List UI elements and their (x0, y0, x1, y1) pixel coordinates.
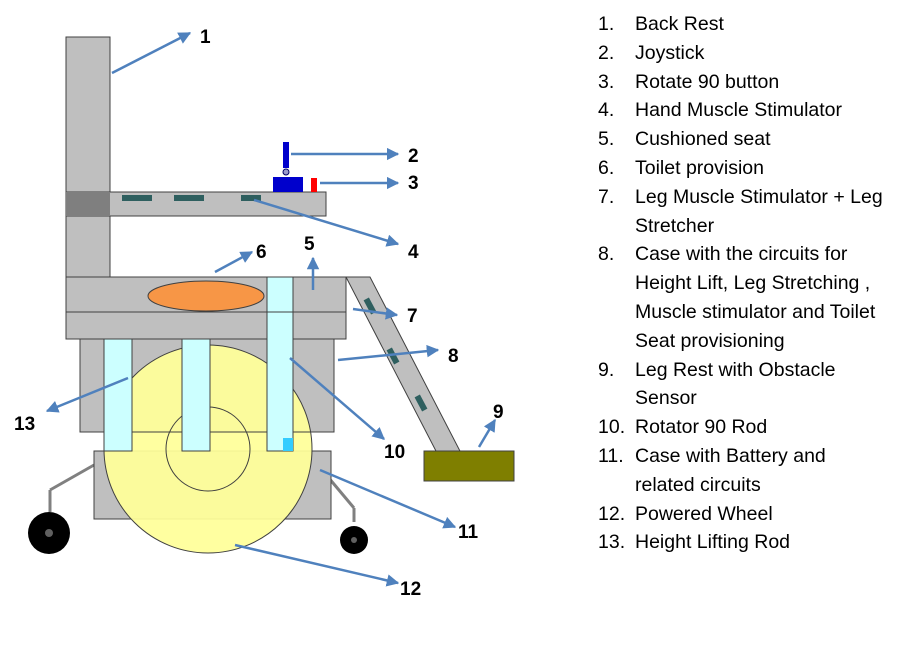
callout-label-9: 9 (493, 402, 504, 423)
legend-item: 12.Powered Wheel (598, 502, 773, 525)
callout-label-12: 12 (400, 579, 421, 600)
arrow-1 (111, 31, 192, 75)
callout-label-8: 8 (448, 346, 459, 367)
arrow-4 (253, 198, 400, 247)
leg-rest (423, 450, 515, 482)
caster-right (326, 476, 368, 554)
leg-stretcher (345, 276, 462, 454)
leg-stimulator-pad (386, 347, 400, 365)
legend-item: 1.Back Rest (598, 13, 724, 35)
wheelchair-diagram: 1 2 3 4 5 6 7 8 9 10 11 12 13 (14, 27, 515, 600)
back-rest (65, 36, 111, 278)
callout-label-2: 2 (408, 146, 419, 167)
callout-label-7: 7 (407, 306, 418, 327)
legend-item: 6.Toilet provision (598, 156, 764, 179)
callout-label-3: 3 (408, 173, 419, 194)
callout-arrows (45, 31, 497, 587)
legend-item: 5.Cushioned seat (598, 128, 771, 151)
callout-label-6: 6 (256, 242, 267, 263)
arrow-12 (234, 543, 400, 587)
rotate-button (311, 178, 317, 192)
legend-list: 1.Back Rest 2.Joystick 3.Rotate 90 butto… (598, 10, 888, 557)
legend-item: 11.Case with Battery and related circuit… (598, 444, 826, 496)
hand-stimulator-pad (122, 195, 152, 201)
legend-item: 2.Joystick (598, 41, 705, 64)
arrow-6 (214, 250, 254, 274)
legend-item: 8.Case with the circuits for Height Lift… (598, 243, 876, 352)
toilet-provision (147, 280, 265, 312)
caster-left (28, 463, 95, 554)
leg-stimulator-pad (363, 297, 377, 315)
hand-stimulator-pad (241, 195, 261, 201)
hand-stimulator-pad (174, 195, 204, 201)
callout-label-13: 13 (14, 414, 35, 435)
joystick-base (273, 177, 303, 192)
legend-item: 10.Rotator 90 Rod (598, 416, 768, 439)
arrow-9 (477, 418, 497, 448)
arrow-13 (45, 376, 129, 413)
legend-item: 13.Height Lifting Rod (598, 531, 791, 554)
callout-label-5: 5 (304, 234, 315, 255)
callout-label-10: 10 (384, 442, 405, 463)
arm-rest-joint (66, 192, 110, 216)
legend-item: 7.Leg Muscle Stimulator + Leg Stretcher (598, 185, 883, 237)
leg-stimulator-pad (414, 394, 428, 412)
rotator-rod (266, 276, 294, 452)
arrow-11 (319, 468, 457, 529)
joystick-stick (283, 142, 289, 168)
height-lifting-rod (103, 338, 133, 452)
callout-label-1: 1 (200, 27, 211, 48)
arrow-8 (337, 344, 440, 362)
height-lifting-rod (181, 338, 211, 452)
legend-item: 4.Hand Muscle Stimulator (598, 99, 842, 122)
arrow-10 (289, 357, 385, 440)
legend-item: 9.Leg Rest with Obstacle Sensor (598, 358, 836, 410)
callout-label-4: 4 (408, 242, 419, 263)
joystick-pivot (282, 168, 290, 176)
arrow-7 (352, 307, 399, 320)
callout-label-11: 11 (458, 522, 479, 543)
legend-item: 3.Rotate 90 button (598, 70, 780, 93)
